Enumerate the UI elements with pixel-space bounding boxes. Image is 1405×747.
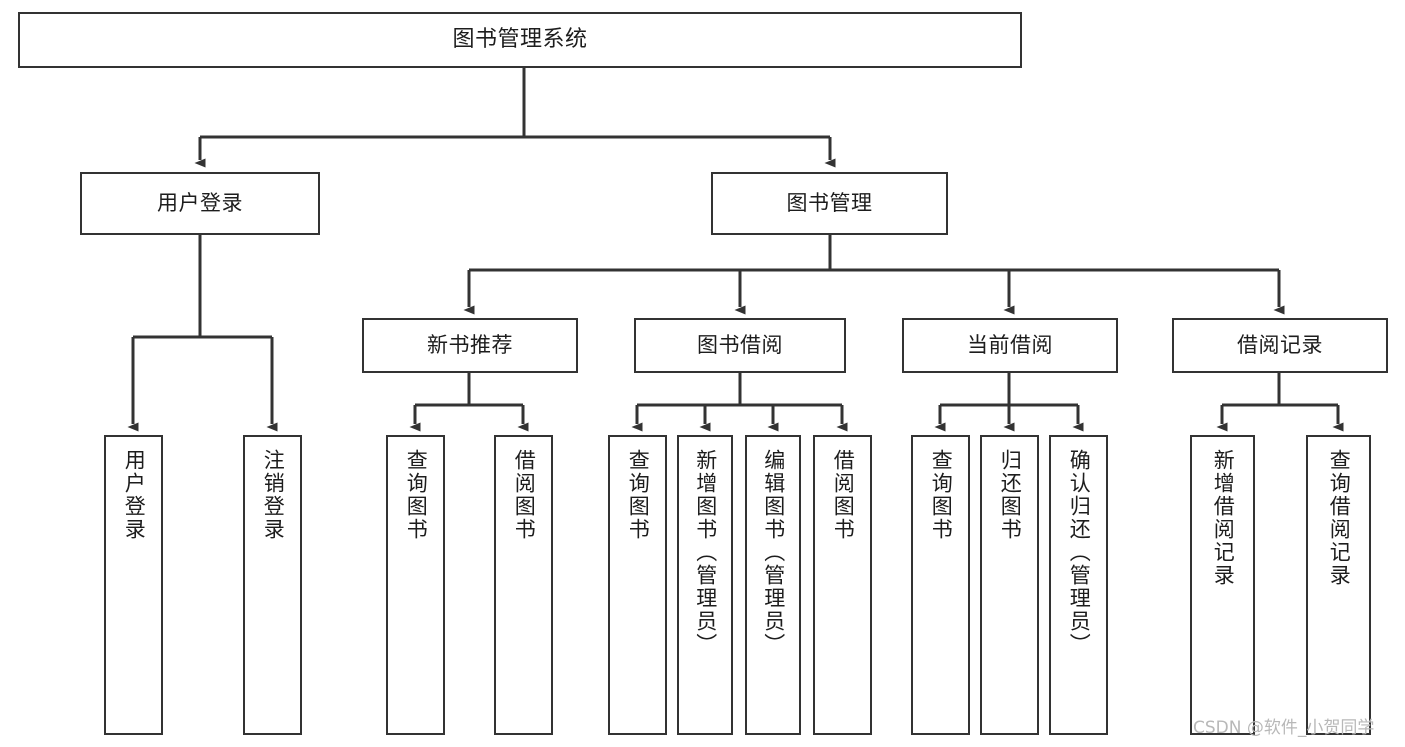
node-leaf-logout-label: 注销登录 [261, 449, 286, 541]
node-leaf-query-book-recommend[interactable]: 查询图书 [386, 435, 445, 735]
node-book-management[interactable]: 图书管理 [711, 172, 948, 235]
csdn-watermark: CSDN @软件_小贺同学 [1193, 718, 1375, 738]
node-leaf-confirm-return-admin[interactable]: 确认归还（管理员） [1049, 435, 1108, 735]
node-leaf-query-book[interactable]: 查询图书 [608, 435, 667, 735]
node-leaf-logout[interactable]: 注销登录 [243, 435, 302, 735]
node-book-borrow[interactable]: 图书借阅 [634, 318, 846, 373]
node-leaf-edit-book-admin[interactable]: 编辑图书（管理员） [745, 435, 801, 735]
node-leaf-user-login[interactable]: 用户登录 [104, 435, 163, 735]
node-root-system-label: 图书管理系统 [452, 27, 588, 53]
node-leaf-borrow-book-recommend-label: 借阅图书 [512, 449, 537, 541]
node-leaf-user-login-label: 用户登录 [122, 449, 147, 541]
node-leaf-add-book-admin-label: 新增图书（管理员） [693, 449, 718, 656]
node-new-book-recommend[interactable]: 新书推荐 [362, 318, 578, 373]
node-book-borrow-label: 图书借阅 [697, 333, 783, 358]
node-leaf-query-book-label: 查询图书 [626, 449, 651, 541]
node-leaf-confirm-return-admin-label: 确认归还（管理员） [1067, 449, 1092, 656]
node-new-book-recommend-label: 新书推荐 [427, 333, 513, 358]
node-borrow-record-label: 借阅记录 [1237, 333, 1323, 358]
node-current-borrow[interactable]: 当前借阅 [902, 318, 1118, 373]
node-leaf-query-book-current-label: 查询图书 [929, 449, 954, 541]
node-leaf-add-borrow-record-label: 新增借阅记录 [1211, 449, 1236, 587]
node-user-login[interactable]: 用户登录 [80, 172, 320, 235]
node-leaf-add-borrow-record[interactable]: 新增借阅记录 [1190, 435, 1255, 735]
node-leaf-borrow-book-label: 借阅图书 [831, 449, 856, 541]
node-leaf-query-book-current[interactable]: 查询图书 [911, 435, 970, 735]
node-leaf-add-book-admin[interactable]: 新增图书（管理员） [677, 435, 733, 735]
node-leaf-query-borrow-record[interactable]: 查询借阅记录 [1306, 435, 1371, 735]
node-leaf-borrow-book-recommend[interactable]: 借阅图书 [494, 435, 553, 735]
node-user-login-label: 用户登录 [157, 191, 243, 216]
node-leaf-edit-book-admin-label: 编辑图书（管理员） [761, 449, 786, 656]
node-leaf-return-book-label: 归还图书 [998, 449, 1023, 541]
node-root-system[interactable]: 图书管理系统 [18, 12, 1022, 68]
node-book-management-label: 图书管理 [786, 191, 873, 216]
node-leaf-query-borrow-record-label: 查询借阅记录 [1327, 449, 1352, 587]
node-current-borrow-label: 当前借阅 [967, 333, 1053, 358]
node-leaf-query-book-recommend-label: 查询图书 [404, 449, 429, 541]
node-borrow-record[interactable]: 借阅记录 [1172, 318, 1388, 373]
node-leaf-borrow-book[interactable]: 借阅图书 [813, 435, 872, 735]
node-leaf-return-book[interactable]: 归还图书 [980, 435, 1039, 735]
